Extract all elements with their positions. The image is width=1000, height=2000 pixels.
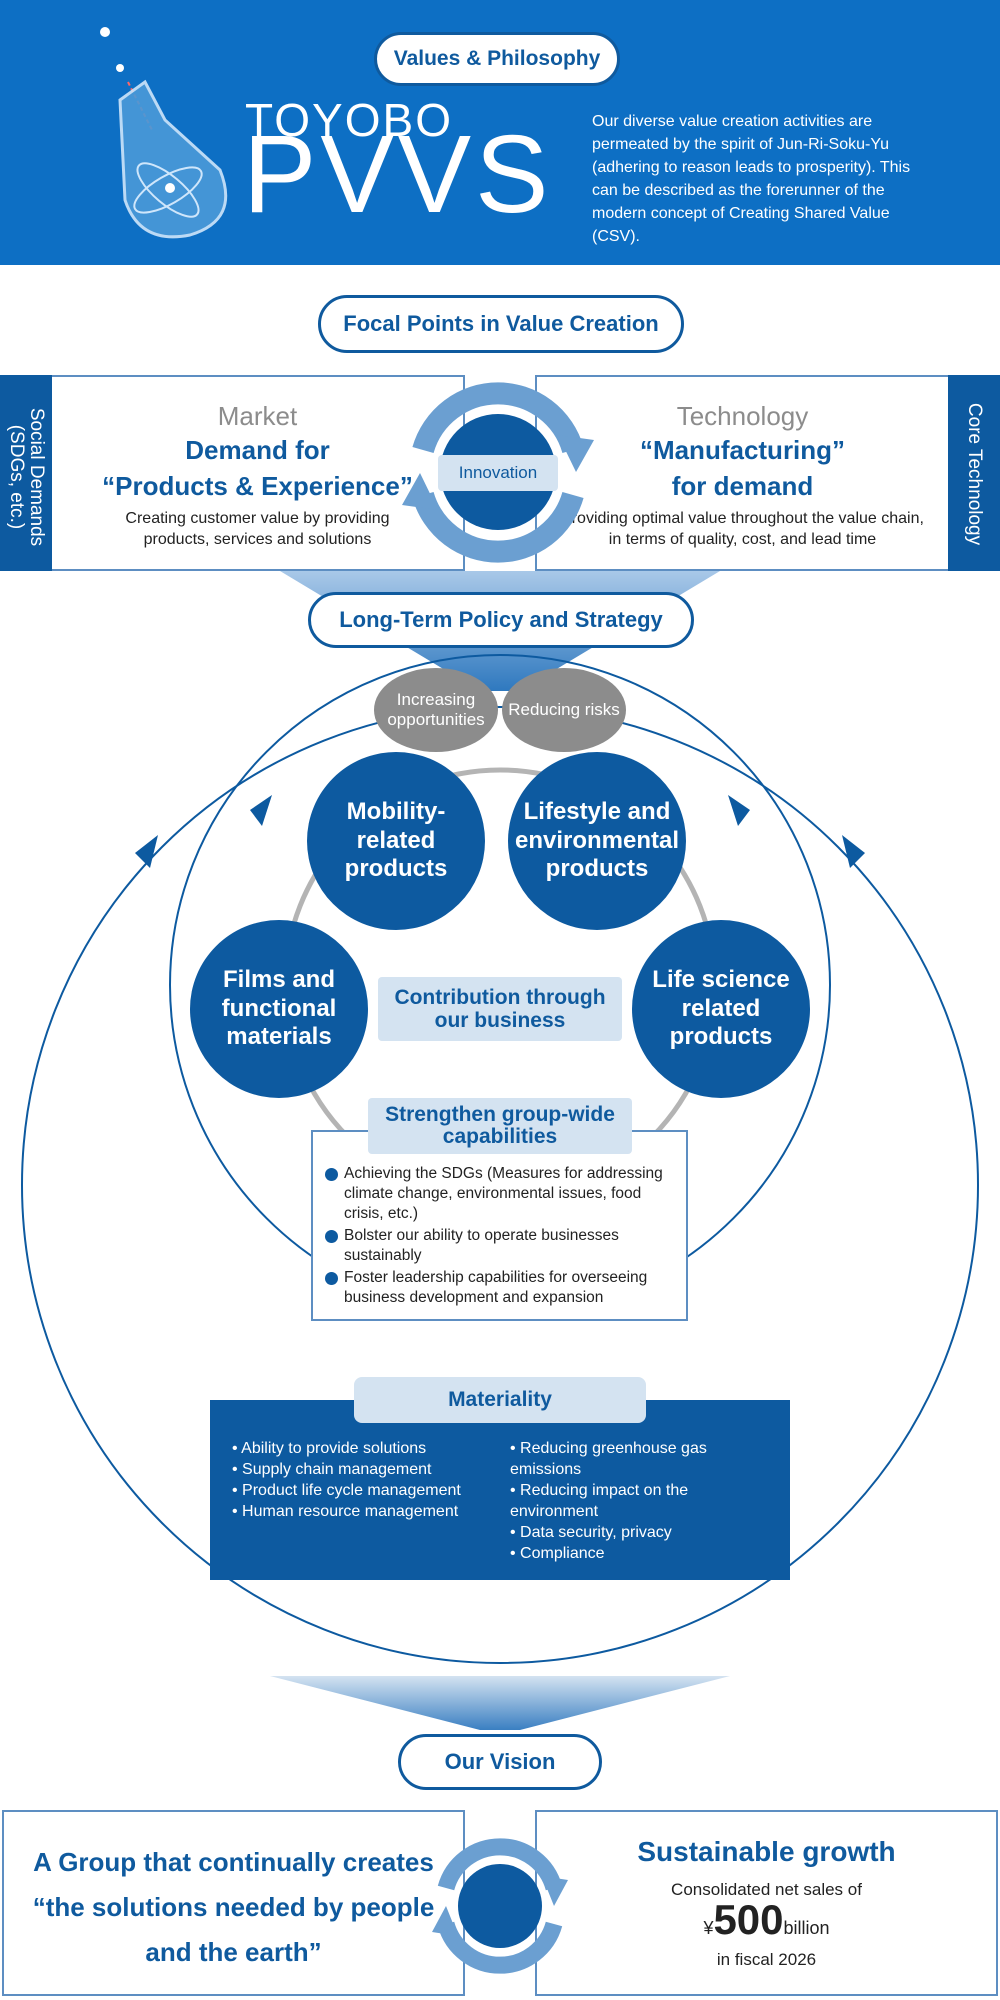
materiality-item: • Product life cycle management (232, 1482, 461, 1499)
currency-symbol: ¥ (703, 1918, 714, 1938)
technology-description: Providing optimal value throughout the v… (561, 510, 924, 548)
materiality-left-list: • Ability to provide solutions • Supply … (232, 1438, 492, 1522)
lifestyle-products-circle: Lifestyle and environmental products (508, 752, 686, 930)
market-heading: Market (217, 401, 298, 431)
lifescience-products-circle: Life science related products (632, 920, 810, 1098)
materiality-item: • Reducing impact on the environment (510, 1482, 689, 1520)
technology-panel: Technology “Manufacturing” for demand Pr… (535, 375, 948, 571)
strengthen-item: Bolster our ability to operate businesse… (344, 1227, 619, 1264)
social-demands-label: Social Demands (SDGs, etc.) (6, 407, 47, 547)
vision-title: Our Vision (398, 1734, 602, 1790)
vision-statement-panel: A Group that continually creates “the so… (2, 1810, 465, 1996)
values-philosophy-label: Values & Philosophy (374, 32, 620, 86)
technology-title-line1: “Manufacturing” (639, 435, 846, 465)
materiality-item: • Human resource management (232, 1503, 459, 1520)
strengthen-item: Foster leadership capabilities for overs… (344, 1269, 648, 1306)
header-banner: Values & Philosophy TOYOBO PVVS Our dive… (0, 0, 1000, 265)
mobility-products-circle: Mobility-related products (307, 752, 485, 930)
sales-label: Consolidated net sales of (671, 1880, 862, 1899)
brand-top: TOYOBO (245, 94, 453, 146)
technology-title-line2: for demand (671, 471, 814, 501)
lifestyle-label: Lifestyle and environmental products (514, 797, 680, 883)
contribution-label: Contribution through our business (378, 977, 622, 1041)
strengthen-title-box: Strengthen group-wide capabilities (368, 1098, 632, 1154)
vision-statement-line3: and the earth” (145, 1937, 322, 1967)
reducing-risks: Reducing risks (502, 668, 626, 752)
technology-heading: Technology (676, 401, 809, 431)
core-technology-label: Core Technology (964, 402, 985, 546)
materiality-box: • Ability to provide solutions • Supply … (210, 1400, 790, 1580)
focal-points-title: Focal Points in Value Creation (318, 295, 684, 353)
bullet-dot (325, 1272, 338, 1285)
materiality-right-list: • Reducing greenhouse gas emissions • Re… (510, 1438, 740, 1564)
materiality-item: • Reducing greenhouse gas emissions (510, 1440, 707, 1478)
growth-title: Sustainable growth (637, 1836, 896, 1867)
vision-cycle-icon (432, 1838, 568, 1974)
bullet-dot (325, 1168, 338, 1181)
strengthen-box: Achieving the SDGs (Measures for address… (311, 1130, 688, 1321)
core-technology-tab: Core Technology (948, 375, 1000, 571)
materiality-item: • Supply chain management (232, 1461, 432, 1478)
mobility-label: Mobility-related products (344, 797, 448, 883)
vision-statement-line2: “the solutions needed by people (32, 1892, 435, 1922)
vision-funnel-shape (270, 1676, 730, 1730)
materiality-item: • Ability to provide solutions (232, 1440, 427, 1457)
contribution-text: Contribution through our business (394, 986, 606, 1032)
sales-amount: 500 (713, 1896, 784, 1943)
market-description: Creating customer value by providing pro… (125, 510, 390, 548)
sales-period: in fiscal 2026 (716, 1950, 817, 1969)
flask-icon (100, 27, 228, 239)
market-title-line1: Demand for (185, 435, 330, 465)
films-label: Films and functional materials (221, 965, 337, 1051)
sustainable-growth-panel: Sustainable growth Consolidated net sale… (535, 1810, 998, 1996)
films-materials-circle: Films and functional materials (190, 920, 368, 1098)
vision-statement-line1: A Group that continually creates (33, 1847, 434, 1877)
increasing-opportunities: Increasing opportunities (374, 668, 498, 752)
strengthen-title: Strengthen group-wide capabilities (385, 1103, 615, 1148)
materiality-item: • Compliance (510, 1545, 605, 1562)
market-panel: Market Demand for “Products & Experience… (52, 375, 465, 571)
sales-amount-row: ¥500billion (537, 1899, 996, 1950)
bullet-dot (325, 1230, 338, 1243)
strategy-title: Long-Term Policy and Strategy (308, 592, 694, 648)
strengthen-item: Achieving the SDGs (Measures for address… (344, 1165, 663, 1222)
philosophy-description: Our diverse value creation activities ar… (592, 113, 911, 245)
materiality-title: Materiality (354, 1377, 646, 1423)
market-title-line2: “Products & Experience” (102, 471, 413, 501)
sales-unit: billion (783, 1918, 830, 1938)
brand-main: PVVS (243, 113, 553, 236)
lifescience-label: Life science related products (652, 965, 790, 1051)
materiality-item: • Data security, privacy (510, 1524, 672, 1541)
innovation-label: Innovation (438, 455, 558, 491)
social-demands-tab: Social Demands (SDGs, etc.) (0, 375, 52, 571)
